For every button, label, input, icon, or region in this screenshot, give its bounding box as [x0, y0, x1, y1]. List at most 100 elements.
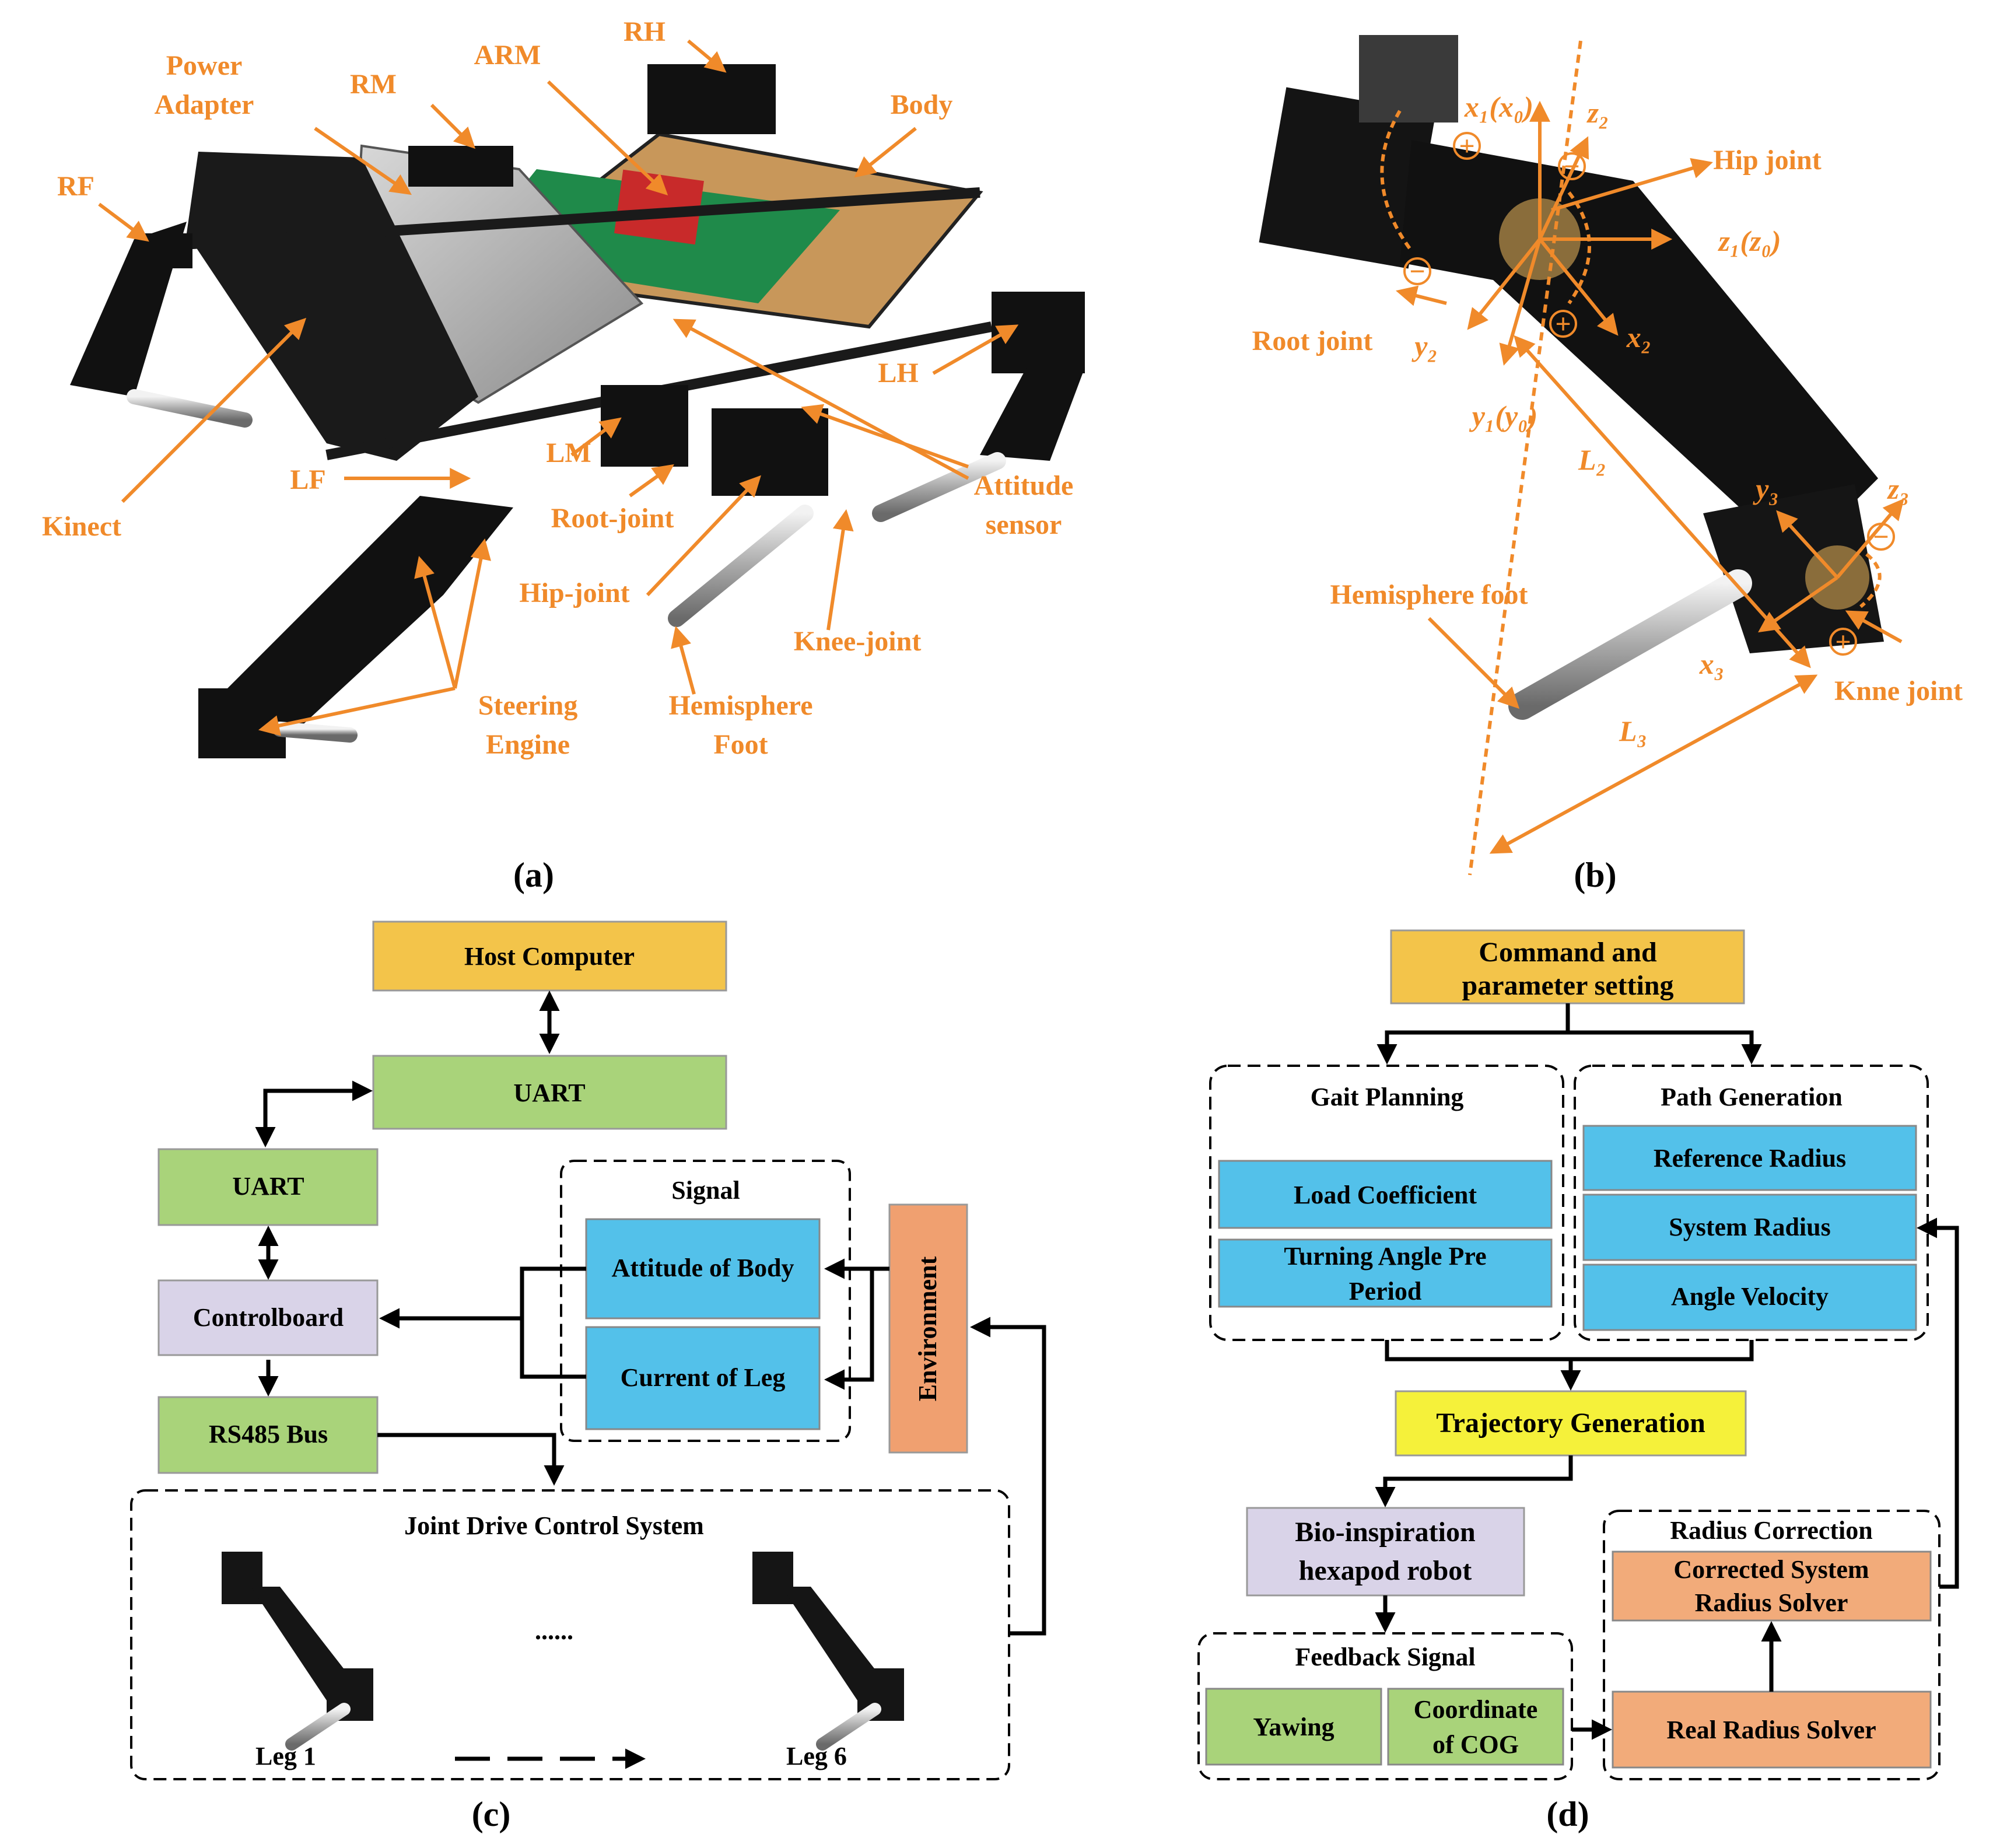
- panel-b-axes: [1380, 40, 1904, 876]
- corrected-solver-label-1: Corrected System: [1673, 1555, 1869, 1584]
- label-power-1: Power: [166, 50, 243, 81]
- controlboard-label: Controlboard: [193, 1303, 344, 1332]
- foot-rod-lh: [872, 452, 1006, 522]
- rs485-label: RS485 Bus: [209, 1420, 328, 1448]
- label-lm: LM: [546, 438, 591, 468]
- environment-label: Environment: [913, 1256, 942, 1401]
- sign-circle: [1403, 257, 1431, 285]
- command-label-1: Command and: [1479, 937, 1657, 968]
- load-coefficient-label: Load Coefficient: [1294, 1181, 1477, 1209]
- arm-chip: [614, 169, 704, 245]
- sign-plus: +: [1459, 131, 1474, 162]
- leg-1-label: Leg 1: [255, 1742, 316, 1770]
- label-hemi-2: Foot: [713, 729, 768, 760]
- label-rf: RF: [57, 171, 94, 202]
- panel-b-photo: + − − + − + x₁(x₀) z₂ Hip joint z₁(z₀) R…: [1252, 35, 1963, 894]
- label-x3: x₃: [1699, 648, 1724, 680]
- label-z2: z₂: [1586, 96, 1609, 129]
- label-knne-joint: Knne joint: [1834, 676, 1963, 706]
- command-label-2: parameter setting: [1462, 970, 1674, 1001]
- coordinate-cog-label-1: Coordinate: [1414, 1695, 1538, 1724]
- panel-d-diagram: Command and parameter setting Gait Plann…: [1197, 929, 1959, 1833]
- label-steering-1: Steering: [478, 690, 578, 721]
- label-body: Body: [891, 89, 953, 120]
- sign-plus: +: [1555, 309, 1571, 340]
- sign-circle: [1867, 523, 1895, 551]
- label-z3: z₃: [1887, 473, 1910, 505]
- radius-correction-group: [1603, 1510, 1941, 1780]
- bio-robot-label-2: hexapod robot: [1299, 1555, 1472, 1586]
- trajectory-box: [1395, 1390, 1747, 1457]
- leg-lh: [980, 292, 1085, 461]
- panel-c-connectors: [255, 991, 1046, 1769]
- radius-correction-label: Radius Correction: [1670, 1516, 1873, 1545]
- panel-a-photo: Power Adapter RM ARM RH Body RF Kinect L…: [42, 16, 1085, 894]
- environment-box: [888, 1203, 968, 1454]
- command-box: [1390, 929, 1745, 1005]
- controlboard-box: [157, 1279, 379, 1356]
- turning-angle-label-2: Period: [1349, 1277, 1422, 1306]
- yawing-box: [1205, 1688, 1382, 1766]
- host-computer-label: Host Computer: [464, 942, 635, 971]
- current-box: [585, 1326, 821, 1430]
- label-hemisphere-foot-b: Hemisphere foot: [1330, 579, 1528, 610]
- coordinate-cog-box: [1387, 1688, 1564, 1766]
- label-lh: LH: [878, 358, 918, 388]
- label-L3: L₃: [1619, 715, 1647, 747]
- trajectory-label: Trajectory Generation: [1436, 1408, 1705, 1438]
- kinect-sensor: [187, 152, 478, 461]
- corrected-solver-box: [1612, 1550, 1932, 1622]
- signal-label: Signal: [671, 1176, 740, 1205]
- ellipsis-label: ......: [535, 1616, 573, 1645]
- real-radius-box: [1612, 1690, 1932, 1769]
- label-x2: x₂: [1626, 321, 1651, 354]
- leg-1-image: [222, 1552, 373, 1751]
- gait-planning-group: [1209, 1065, 1564, 1341]
- uart-top-label: UART: [513, 1079, 585, 1107]
- leg-6-label: Leg 6: [786, 1742, 847, 1770]
- label-y3: y₃: [1753, 473, 1779, 505]
- label-hip-joint: Hip-joint: [519, 578, 629, 608]
- caption-a: (a): [513, 856, 554, 894]
- attitude-box: [585, 1218, 821, 1320]
- bio-robot-box: [1246, 1507, 1525, 1597]
- sign-plus: +: [1835, 626, 1851, 657]
- feedback-label: Feedback Signal: [1295, 1643, 1475, 1671]
- label-x1x0: x₁(x₀): [1464, 90, 1533, 123]
- panel-d-connectors: [1375, 1003, 1959, 1740]
- panel-a-leaders: [98, 39, 1019, 736]
- gait-planning-label: Gait Planning: [1311, 1083, 1464, 1111]
- corrected-solver-label-2: Radius Solver: [1695, 1588, 1848, 1617]
- sign-minus: −: [1873, 522, 1889, 552]
- system-radius-label: System Radius: [1669, 1213, 1831, 1241]
- angle-velocity-box: [1582, 1264, 1917, 1331]
- caption-b: (b): [1574, 856, 1616, 894]
- label-knee-joint: Knee-joint: [794, 626, 922, 657]
- rotation-signs: + − − + − +: [1403, 131, 1895, 657]
- servo-top: [1359, 35, 1458, 123]
- bio-robot-label-1: Bio-inspiration: [1295, 1517, 1475, 1548]
- attitude-label: Attitude of Body: [612, 1254, 794, 1282]
- turning-angle-box: [1218, 1238, 1553, 1308]
- label-attitude-2: sensor: [986, 509, 1062, 540]
- label-hemi-1: Hemisphere: [668, 690, 812, 721]
- coordinate-cog-label-2: of COG: [1432, 1730, 1519, 1759]
- leg-lm: [601, 385, 828, 496]
- uart-left-box: [157, 1148, 379, 1226]
- leg-rm: [408, 146, 513, 187]
- angle-velocity-label: Angle Velocity: [1671, 1282, 1829, 1311]
- sign-circle: [1829, 628, 1857, 656]
- uart-left-label: UART: [232, 1172, 304, 1200]
- leg-6-image: [752, 1552, 904, 1751]
- label-root-joint-b: Root joint: [1252, 326, 1373, 356]
- foot-rod-lf: [272, 722, 358, 743]
- label-attitude-1: Attitude: [974, 470, 1074, 501]
- caption-d: (d): [1546, 1795, 1589, 1833]
- label-rh: RH: [624, 16, 665, 47]
- reference-radius-box: [1582, 1125, 1917, 1191]
- label-hip-joint-b: Hip joint: [1713, 145, 1821, 176]
- joint-drive-label: Joint Drive Control System: [404, 1511, 704, 1540]
- sign-circle: [1549, 310, 1577, 338]
- path-generation-label: Path Generation: [1661, 1083, 1843, 1111]
